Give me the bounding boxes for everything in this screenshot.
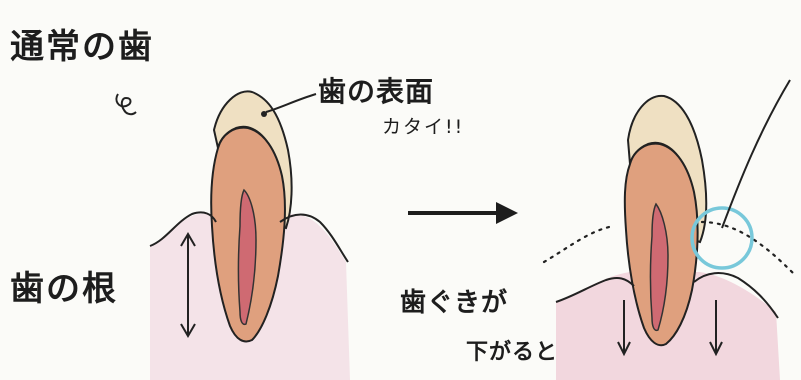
root-length-arrow	[180, 232, 196, 338]
gums-label: 歯ぐきが	[400, 288, 509, 318]
tooth-surface-label: 歯の表面	[318, 75, 435, 108]
hard-label: カタイ!!	[382, 116, 465, 138]
receded-gum-line	[555, 272, 779, 319]
tooth-root-label: 歯の根	[10, 269, 118, 309]
normal-gum-line	[149, 211, 349, 263]
gum-down-arrow-left	[617, 300, 631, 357]
surface-leader	[265, 93, 317, 113]
scribble-mark	[115, 93, 137, 116]
normal-pulp	[237, 188, 257, 326]
normal-tooth-figure	[115, 90, 350, 380]
transition-arrow	[408, 202, 518, 224]
receded-pulp	[649, 202, 669, 332]
surface-dot	[261, 111, 267, 117]
original-gum-dotted	[542, 220, 798, 278]
normal-tooth-label: 通常の歯	[10, 27, 154, 67]
receded-tooth-figure	[542, 79, 798, 380]
gum-down-arrow-right	[709, 300, 723, 357]
exposed-root-highlight	[690, 206, 754, 270]
exposed-root-leader	[721, 79, 791, 229]
recede-label: 下がると	[466, 340, 559, 365]
